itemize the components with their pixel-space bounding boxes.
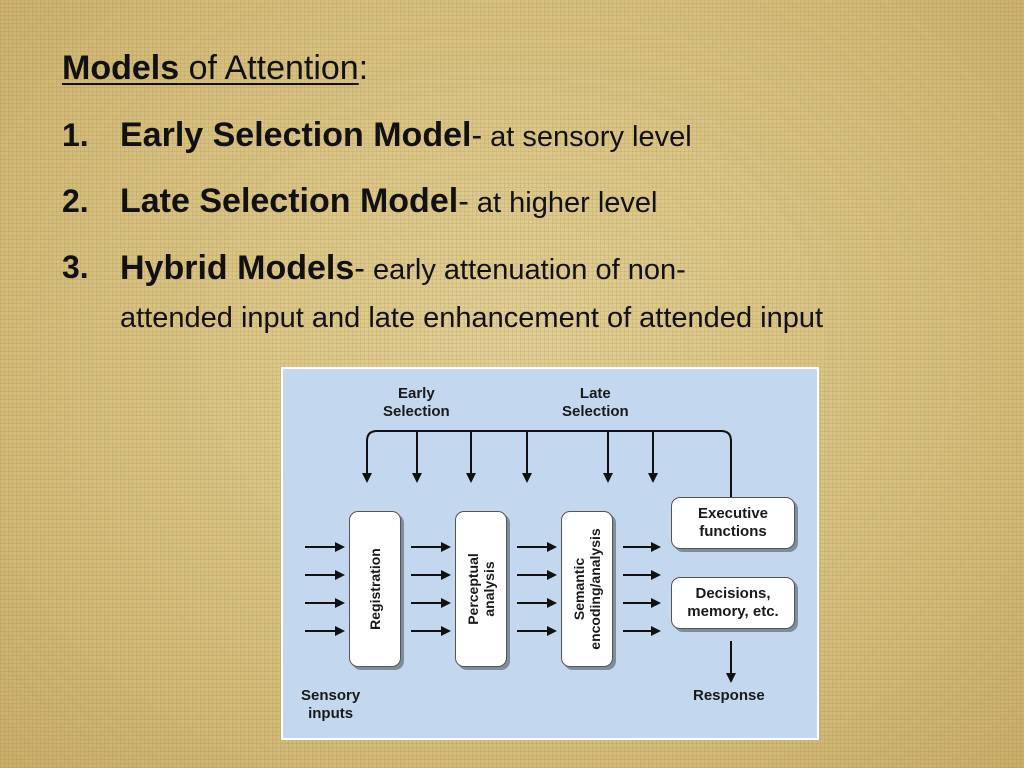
down-arrows [362, 431, 736, 683]
late-selection-label: Late Selection [562, 385, 629, 420]
attention-model-diagram: Early Selection Late Selection Registrat… [281, 367, 819, 740]
slide-heading: Models of Attention: [62, 46, 368, 90]
list-item-hybrid-models: 3. Hybrid Models- early attenuation of n… [62, 244, 962, 384]
list-item-title: Late Selection Model [120, 182, 459, 220]
list-item-desc: at higher level [468, 187, 658, 219]
list-item-dash: - [354, 250, 365, 286]
heading-of-attention: of Attention [179, 49, 359, 87]
list-item-title: Early Selection Model [120, 116, 472, 154]
list-number: 2. [62, 183, 89, 219]
list-item-title: Hybrid Models [120, 249, 355, 287]
list-item-dash: - [458, 183, 469, 219]
heading-models: Models [62, 49, 180, 87]
response-label: Response [693, 687, 765, 704]
registration-box: Registration [349, 511, 401, 667]
diagram-arrows [305, 430, 736, 683]
list-item-desc: early attenuation of non- [364, 254, 686, 286]
heading-colon: : [358, 49, 369, 87]
selection-bracket [366, 430, 732, 497]
list-number: 1. [62, 117, 89, 153]
early-selection-label: Early Selection [383, 385, 450, 420]
list-item-desc: at sensory level [482, 121, 692, 153]
list-number: 3. [62, 249, 89, 285]
list-item-dash: - [471, 117, 483, 153]
decisions-memory-box: Decisions,memory, etc. [671, 577, 795, 629]
input-arrows [305, 542, 661, 636]
sensory-inputs-label: Sensory inputs [301, 687, 361, 722]
list-item-desc-continued: attended input and late enhancement of a… [120, 302, 824, 334]
